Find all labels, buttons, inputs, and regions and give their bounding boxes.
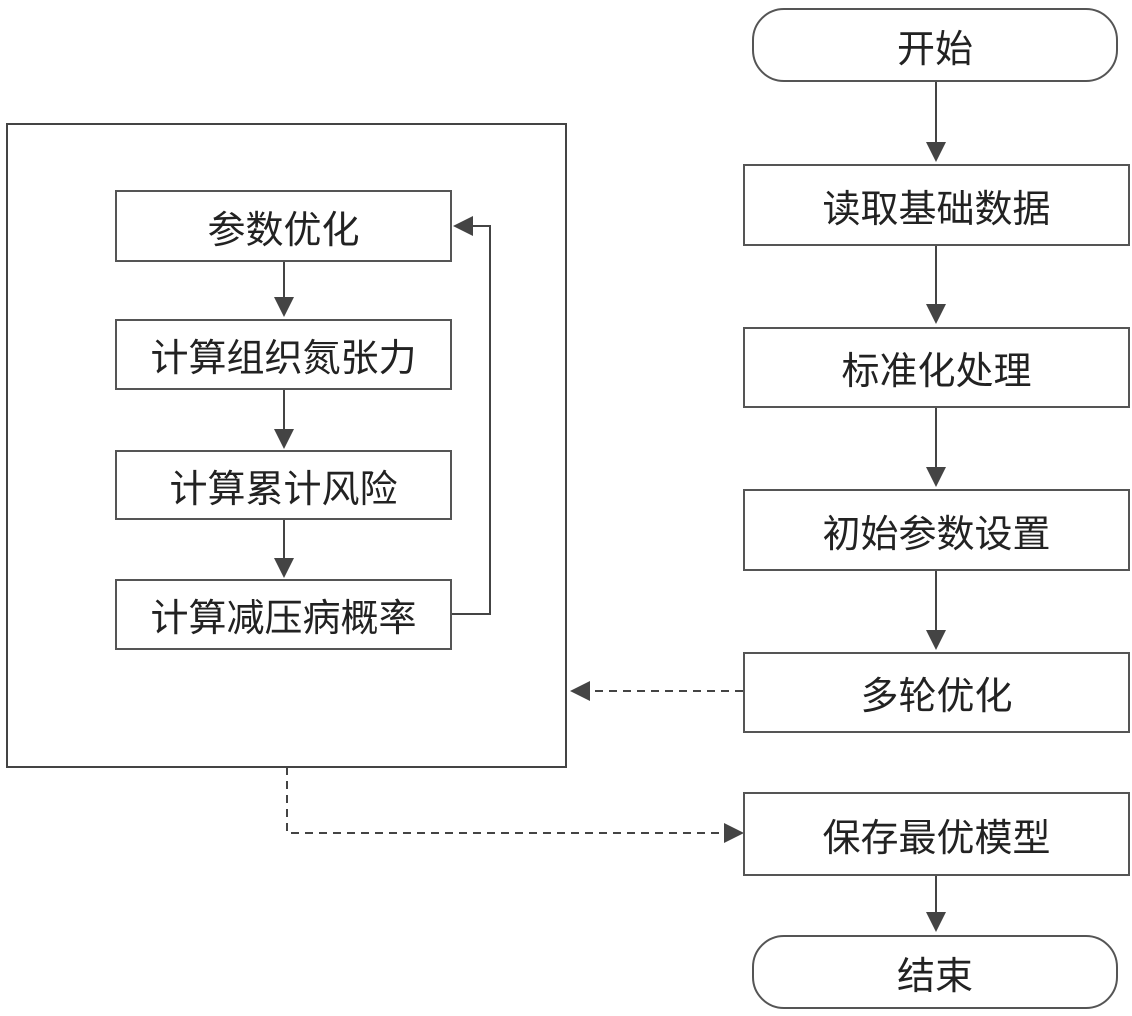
read-data-node: 读取基础数据	[743, 164, 1130, 246]
risk-node: 计算累计风险	[115, 450, 452, 520]
standardize-node: 标准化处理	[743, 327, 1130, 408]
start-node: 开始	[752, 8, 1118, 82]
save-model-node: 保存最优模型	[743, 792, 1130, 876]
probability-node: 计算减压病概率	[115, 579, 452, 650]
param-opt-node: 参数优化	[115, 190, 452, 262]
multi-opt-node: 多轮优化	[743, 652, 1130, 733]
tension-node: 计算组织氮张力	[115, 319, 452, 390]
init-params-node: 初始参数设置	[743, 489, 1130, 571]
end-node: 结束	[752, 935, 1118, 1009]
